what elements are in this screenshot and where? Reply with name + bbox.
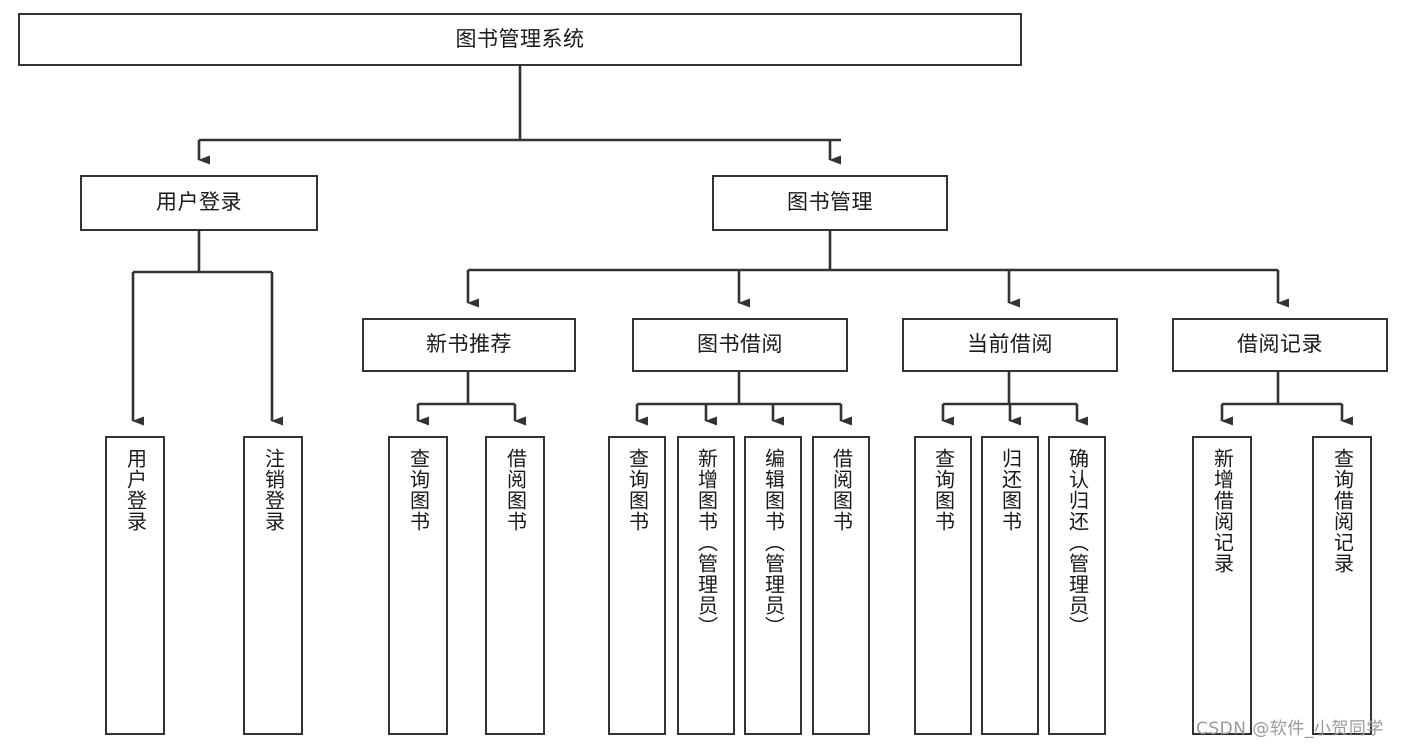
- node-leaf-user-login[interactable]: 用户登录: [105, 436, 165, 735]
- node-leaf-query-book-borrow[interactable]: 查询图书: [608, 436, 666, 735]
- node-new-book-recommend[interactable]: 新书推荐: [362, 318, 576, 372]
- node-leaf-query-book-current-label: 查询图书: [931, 448, 956, 532]
- node-leaf-confirm-return-admin[interactable]: 确认归还（管理员）: [1048, 436, 1106, 735]
- node-book-management[interactable]: 图书管理: [712, 175, 948, 231]
- node-leaf-borrow-book[interactable]: 借阅图书: [812, 436, 870, 735]
- node-root-label: 图书管理系统: [455, 26, 585, 51]
- node-leaf-return-book[interactable]: 归还图书: [981, 436, 1039, 735]
- node-leaf-query-book-recommend-label: 查询图书: [406, 448, 431, 532]
- node-leaf-add-book-admin-label: 新增图书（管理员）: [694, 448, 719, 637]
- node-book-management-label: 图书管理: [787, 190, 873, 215]
- node-leaf-borrow-book-label: 借阅图书: [829, 448, 854, 532]
- node-leaf-add-borrow-record-label: 新增借阅记录: [1210, 448, 1235, 574]
- node-leaf-query-borrow-record[interactable]: 查询借阅记录: [1312, 436, 1372, 735]
- node-leaf-add-book-admin[interactable]: 新增图书（管理员）: [677, 436, 735, 735]
- node-leaf-borrow-book-recommend[interactable]: 借阅图书: [485, 436, 545, 735]
- node-leaf-query-book-current[interactable]: 查询图书: [914, 436, 972, 735]
- node-borrow-record-label: 借阅记录: [1237, 332, 1323, 357]
- node-current-borrow-label: 当前借阅: [967, 332, 1053, 357]
- node-book-borrow-label: 图书借阅: [697, 332, 783, 357]
- node-root[interactable]: 图书管理系统: [18, 13, 1022, 66]
- node-leaf-edit-book-admin[interactable]: 编辑图书（管理员）: [744, 436, 802, 735]
- watermark-text: CSDN @软件_小贺同学: [1196, 719, 1384, 739]
- node-leaf-borrow-book-recommend-label: 借阅图书: [503, 448, 528, 532]
- node-leaf-query-book-recommend[interactable]: 查询图书: [388, 436, 448, 735]
- node-leaf-edit-book-admin-label: 编辑图书（管理员）: [761, 448, 786, 637]
- node-user-login[interactable]: 用户登录: [80, 175, 318, 231]
- node-leaf-query-book-borrow-label: 查询图书: [625, 448, 650, 532]
- node-leaf-query-borrow-record-label: 查询借阅记录: [1330, 448, 1355, 574]
- node-borrow-record[interactable]: 借阅记录: [1172, 318, 1388, 372]
- node-book-borrow[interactable]: 图书借阅: [632, 318, 848, 372]
- node-leaf-return-book-label: 归还图书: [998, 448, 1023, 532]
- watermark: CSDN @软件_小贺同学: [1196, 714, 1384, 739]
- node-leaf-add-borrow-record[interactable]: 新增借阅记录: [1192, 436, 1252, 735]
- node-new-book-recommend-label: 新书推荐: [426, 332, 512, 357]
- node-current-borrow[interactable]: 当前借阅: [902, 318, 1118, 372]
- node-leaf-confirm-return-admin-label: 确认归还（管理员）: [1065, 448, 1090, 637]
- node-leaf-logout-label: 注销登录: [261, 448, 286, 532]
- node-leaf-user-login-label: 用户登录: [123, 448, 148, 532]
- node-user-login-label: 用户登录: [156, 190, 242, 215]
- node-leaf-logout[interactable]: 注销登录: [243, 436, 303, 735]
